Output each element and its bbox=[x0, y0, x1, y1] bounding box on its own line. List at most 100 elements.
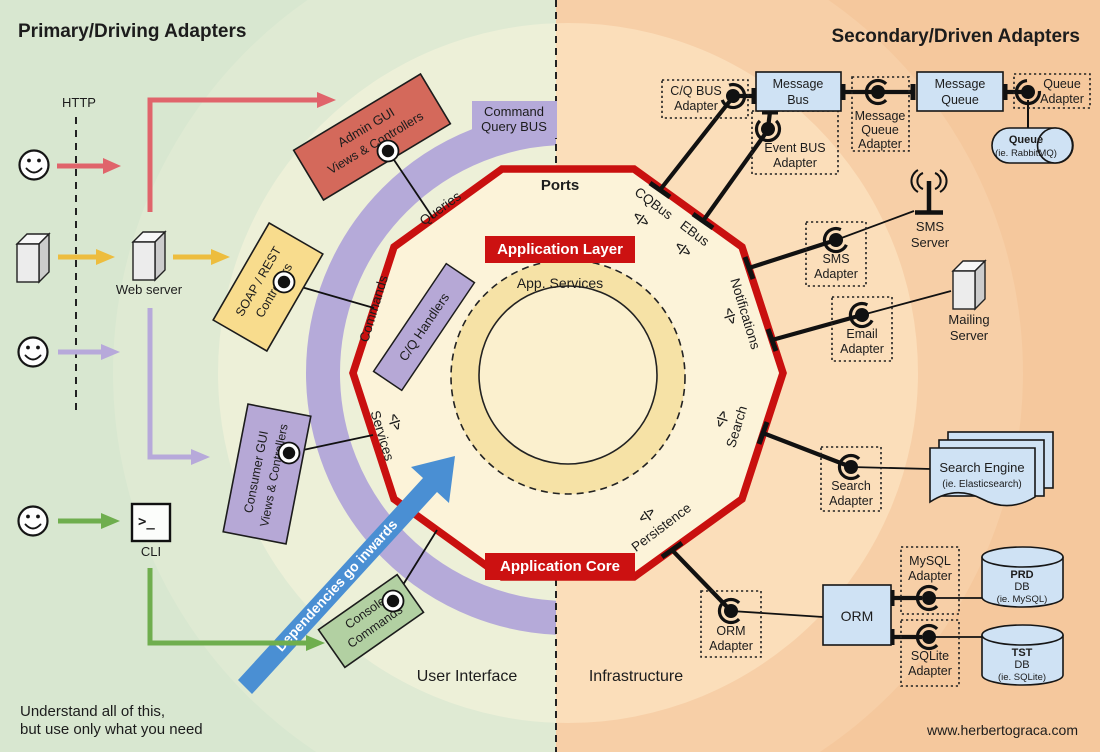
http-label: HTTP bbox=[62, 95, 96, 110]
tst-db-line1: TST bbox=[1012, 647, 1033, 659]
application-core-label: Application Core bbox=[500, 558, 620, 575]
ring-label-line1: Command bbox=[484, 104, 544, 119]
ring-label-line2: Query BUS bbox=[481, 119, 547, 134]
orm-box: ORM bbox=[822, 584, 892, 646]
sqlite-adapter: SQLite Adapter bbox=[900, 619, 960, 687]
port-ticks bbox=[648, 84, 1008, 645]
orm-adapter: ORM Adapter bbox=[700, 590, 762, 658]
search-adapter: Search Adapter bbox=[820, 446, 882, 512]
queue-cylinder: Queue (ie. RabbitMQ) bbox=[991, 127, 1074, 164]
sms-server-line2: Server bbox=[911, 235, 950, 250]
port-glyph-services: <|> bbox=[387, 412, 403, 432]
mailing-server-icon bbox=[952, 260, 986, 310]
command-query-bus-label: Command Query BUS bbox=[472, 101, 557, 138]
search-engine-line1: Search Engine bbox=[939, 460, 1024, 475]
queue-line1: Queue bbox=[1009, 134, 1043, 146]
message-queue-line2: Queue bbox=[941, 93, 979, 107]
prd-db-line2: DB bbox=[1014, 581, 1029, 593]
cli-icon: >_ bbox=[130, 502, 172, 543]
title-secondary: Secondary/Driven Adapters bbox=[832, 26, 1081, 47]
port-glyph-notifications: <|> bbox=[722, 306, 738, 326]
ball-connector-soap bbox=[272, 270, 296, 294]
sms-adapter-line1: SMS bbox=[822, 252, 849, 266]
consumer-gui-box: Consumer GUI Views & Controllers bbox=[222, 403, 312, 545]
cq-bus-adapter: C/Q BUS Adapter bbox=[661, 79, 749, 119]
footer-note-line1: Understand all of this, bbox=[20, 703, 165, 720]
mailing-server-line1: Mailing bbox=[948, 312, 989, 327]
cq-bus-adapter-line1: C/Q BUS bbox=[670, 84, 721, 98]
title-primary: Primary/Driving Adapters bbox=[18, 21, 246, 42]
purple-arrows bbox=[58, 308, 210, 465]
event-bus-adapter-line1: Event BUS bbox=[764, 141, 825, 155]
queue-adapter-line1: Queue bbox=[1043, 77, 1081, 91]
tst-db-cylinder: TST DB (ie. SQLite) bbox=[981, 624, 1064, 686]
port-glyph-search: <|> bbox=[714, 409, 730, 429]
message-queue-box: Message Queue bbox=[916, 71, 1004, 112]
red-arrows bbox=[57, 92, 336, 212]
search-adapter-line2: Adapter bbox=[829, 494, 873, 508]
user-smiley-2 bbox=[17, 336, 49, 368]
command-query-bus-ring bbox=[306, 111, 556, 635]
client-server-icon bbox=[16, 233, 50, 283]
zone-infrastructure: Infrastructure bbox=[589, 668, 683, 685]
ball-connector-admin bbox=[376, 139, 400, 163]
ball-connector-consumer bbox=[277, 441, 301, 465]
message-bus-line1: Message bbox=[773, 77, 824, 91]
sqlite-adapter-line1: SQLite bbox=[911, 649, 949, 663]
message-bus-line2: Bus bbox=[787, 93, 809, 107]
mysql-adapter-line1: MySQL bbox=[909, 554, 951, 568]
web-server-icon bbox=[132, 231, 166, 281]
email-adapter-line2: Adapter bbox=[840, 342, 884, 356]
tst-db-line2: DB bbox=[1014, 659, 1029, 671]
queue-adapter-line2: Adapter bbox=[1040, 92, 1084, 106]
sms-adapter: SMS Adapter bbox=[805, 221, 867, 287]
orm-label: ORM bbox=[841, 608, 874, 624]
prd-db-line3: (ie. MySQL) bbox=[997, 594, 1048, 605]
message-queue-adapter: Message Queue Adapter bbox=[851, 76, 910, 152]
message-queue-line1: Message bbox=[935, 77, 986, 91]
sms-server-antenna-icon bbox=[910, 169, 948, 215]
user-smiley-1 bbox=[18, 149, 50, 181]
website-label: www.herbertograca.com bbox=[926, 722, 1078, 738]
zone-user-interface: User Interface bbox=[417, 668, 518, 685]
mq-adapter-line2: Queue bbox=[861, 123, 899, 137]
orm-adapter-line1: ORM bbox=[716, 624, 745, 638]
yellow-arrows bbox=[58, 249, 230, 265]
web-server-label: Web server bbox=[116, 282, 183, 297]
sms-adapter-line2: Adapter bbox=[814, 267, 858, 281]
ball-connector-console bbox=[381, 589, 405, 613]
prd-db-cylinder: PRD DB (ie. MySQL) bbox=[981, 546, 1064, 608]
application-layer-label: Application Layer bbox=[497, 241, 623, 258]
queue-line2: (ie. RabbitMQ) bbox=[995, 148, 1057, 159]
cq-handlers-box: C/Q Handlers bbox=[372, 262, 476, 392]
cq-bus-adapter-line2: Adapter bbox=[674, 99, 718, 113]
mailing-server-line2: Server bbox=[950, 328, 989, 343]
domain-inner-circle bbox=[478, 285, 658, 465]
sqlite-adapter-line2: Adapter bbox=[908, 664, 952, 678]
mq-adapter-line3: Adapter bbox=[858, 137, 902, 151]
search-engine-docs: Search Engine (ie. Elasticsearch) bbox=[929, 431, 1054, 507]
queue-adapter: Queue Adapter bbox=[1013, 73, 1091, 109]
mysql-adapter: MySQL Adapter bbox=[900, 546, 960, 615]
footer-note-line2: but use only what you need bbox=[20, 721, 203, 738]
event-bus-adapter-line2: Adapter bbox=[773, 156, 817, 170]
app-services-label: App. Services bbox=[517, 275, 603, 291]
prd-db-line1: PRD bbox=[1010, 569, 1033, 581]
cli-prompt-glyph: >_ bbox=[138, 514, 155, 530]
email-adapter-line1: Email bbox=[846, 327, 877, 341]
mysql-adapter-line2: Adapter bbox=[908, 569, 952, 583]
event-bus-adapter: Event BUS Adapter bbox=[751, 110, 839, 175]
sms-server-line1: SMS bbox=[916, 219, 945, 234]
cli-label: CLI bbox=[141, 544, 161, 559]
ports-label: Ports bbox=[541, 177, 579, 194]
application-layer-badge: Application Layer bbox=[485, 236, 635, 263]
message-bus-box: Message Bus bbox=[755, 71, 842, 112]
orm-adapter-line2: Adapter bbox=[709, 639, 753, 653]
user-smiley-3 bbox=[17, 505, 49, 537]
tst-db-line3: (ie. SQLite) bbox=[998, 672, 1046, 683]
application-core-badge: Application Core bbox=[485, 553, 635, 580]
search-adapter-line1: Search bbox=[831, 479, 871, 493]
email-adapter: Email Adapter bbox=[831, 296, 893, 362]
